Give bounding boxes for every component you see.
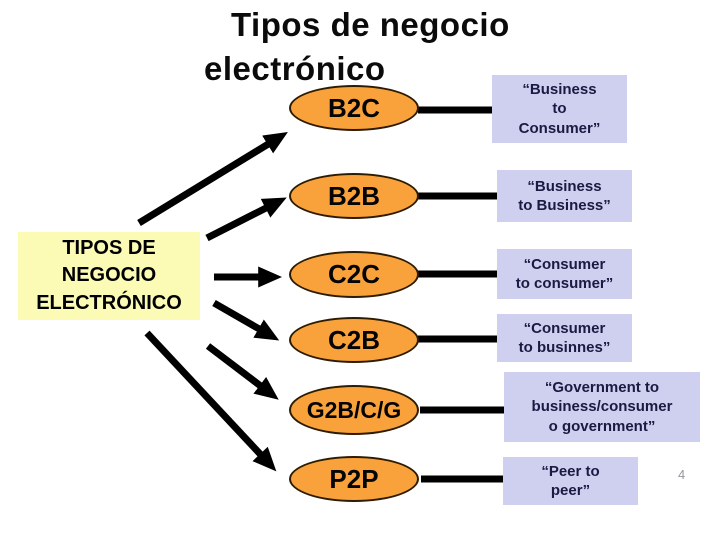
desc-box-b2c: “Business to Consumer” — [492, 75, 627, 143]
slide-title-line2: electrónico — [204, 50, 386, 87]
desc-box-b2b: “Business to Business” — [497, 170, 632, 222]
arrow-to-p2p — [144, 330, 277, 472]
node-ellipse-b2b: B2B — [289, 173, 419, 219]
node-to-desc-connectors — [418, 106, 508, 483]
desc-box-g2bcg: “Government to business/consumer o gover… — [504, 372, 700, 442]
page-number: 4 — [678, 467, 686, 482]
root-to-node-arrows — [137, 132, 288, 472]
node-ellipse-c2b: C2B — [289, 317, 419, 363]
arrow-to-b2b — [205, 197, 287, 242]
desc-box-c2c: “Consumer to consumer” — [497, 249, 632, 299]
desc-box-c2b: “Consumer to businnes” — [497, 314, 632, 362]
desc-box-p2p: “Peer to peer” — [503, 457, 638, 505]
root-node-tipos-de-negocio: TIPOS DE NEGOCIO ELECTRÓNICO — [18, 232, 200, 320]
arrow-to-g2bcg — [205, 343, 279, 400]
arrow-to-c2b — [212, 299, 280, 341]
node-ellipse-b2c: B2C — [289, 85, 419, 131]
node-ellipse-c2c: C2C — [289, 251, 419, 298]
arrow-to-b2c — [137, 132, 288, 226]
node-ellipse-p2p: P2P — [289, 456, 419, 502]
slide-title-line1: Tipos de negocio — [231, 6, 510, 43]
node-ellipse-g2bcg: G2B/C/G — [289, 385, 419, 435]
